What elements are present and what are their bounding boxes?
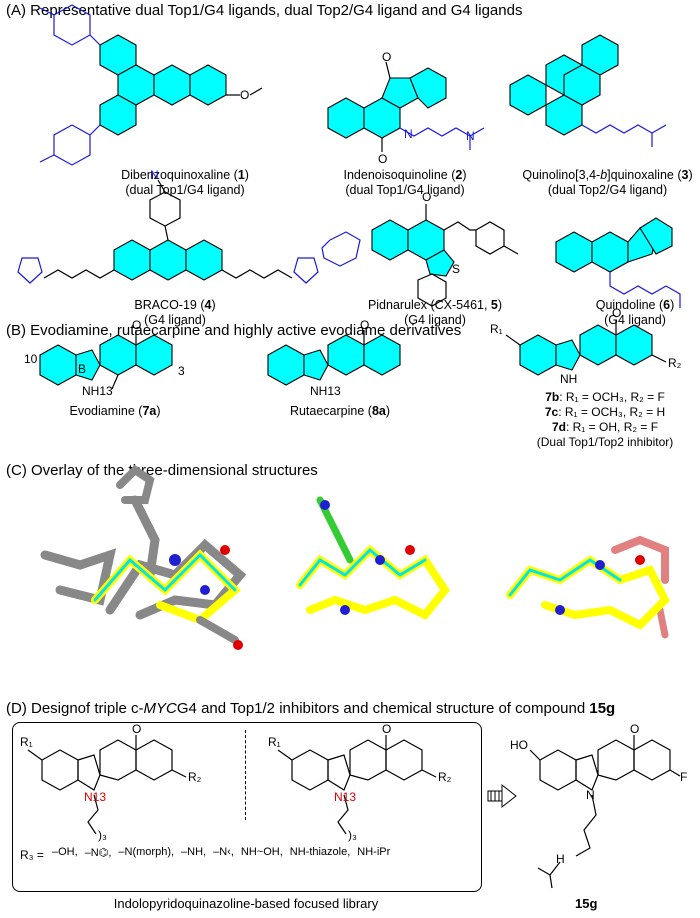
pidnarulex-oxygen: O bbox=[422, 190, 432, 204]
r3-sub-oh: –OH, bbox=[52, 846, 78, 858]
compound-6-label: Quindoline (6) (G4 ligand) bbox=[595, 298, 675, 327]
evodiamine-n13-label: NH13 bbox=[82, 384, 113, 398]
lib-left-n13: N13 bbox=[84, 790, 107, 804]
15g-amine-h: H bbox=[556, 852, 565, 866]
focused-library-box bbox=[12, 722, 482, 892]
r3-definition-label: R₃ = bbox=[20, 848, 44, 862]
r3-sub-ethanolamine: NH~OH, bbox=[240, 846, 283, 858]
r3-sub-thiazole: NH-thiazole, bbox=[289, 846, 351, 858]
pidnarulex-sulfur: S bbox=[452, 262, 461, 276]
compound-1-label: Dibenzoquinoxaline (1) (dual Top1/G4 lig… bbox=[121, 168, 249, 197]
compound-15g-label: 15g bbox=[575, 896, 598, 911]
r3-sub-nme2: –N‹, bbox=[213, 846, 234, 858]
r3-sub-pyrrolidine: –N⌬, bbox=[84, 847, 112, 859]
rutaecarpine-oxygen: O bbox=[360, 318, 370, 332]
derivative-list: 7b: R₁ = OCH₃, R₂ = F 7c: R₁ = OCH₃, R₂ … bbox=[536, 390, 674, 449]
r3-sub-isopropylamine: NH-iPr bbox=[357, 846, 391, 858]
lib-left-oxygen: O bbox=[132, 722, 142, 736]
methoxy-oxygen-label: O bbox=[240, 88, 250, 102]
lib-right-n13: N13 bbox=[334, 790, 357, 804]
lib-left-r2: R₂ bbox=[188, 770, 202, 784]
indeno-nitrogen: N bbox=[404, 127, 413, 141]
lib-right-r2: R₂ bbox=[438, 770, 452, 784]
rutaecarpine-n13-label: NH13 bbox=[310, 384, 341, 398]
r3-substituent-list: –OH, –N⌬, –N(morph), –NH, –N‹, NH~OH, NH… bbox=[52, 846, 390, 859]
compound-4-label: BRACO-19 (4) (G4 ligand) bbox=[134, 298, 216, 327]
lib-right-r3: )₃ bbox=[348, 828, 357, 842]
indeno-oxygen-bottom: O bbox=[378, 152, 388, 166]
derivative-nh-label: NH bbox=[560, 372, 578, 386]
15g-fluorine: F bbox=[680, 770, 688, 784]
r3-sub-morpholine: –N(morph), bbox=[118, 846, 175, 858]
derivative-oxygen: O bbox=[612, 306, 622, 320]
compound-7a-label: Evodiamine (7a) bbox=[69, 404, 161, 418]
braco-dimethylamine-n: N bbox=[150, 168, 159, 182]
compound-3-label: Quinolino[3,4-b]quinoxaline (3) (dual To… bbox=[522, 168, 693, 197]
compound-8a-label: Rutaecarpine (8a) bbox=[289, 404, 391, 418]
indeno-oxygen-top: O bbox=[382, 50, 392, 64]
lib-left-r1: R₁ bbox=[20, 735, 33, 749]
derivative-r2-label: R₂ bbox=[668, 356, 682, 370]
derivative-r1-label: R₁ bbox=[490, 322, 503, 336]
lib-left-r3: )₃ bbox=[98, 828, 107, 842]
evodiamine-ring-b-label: B bbox=[78, 362, 87, 376]
library-caption: Indolopyridoquinazoline-based focused li… bbox=[113, 896, 379, 911]
section-c-title: (C) Overlay of the three-dimensional str… bbox=[6, 462, 318, 479]
compound-2-label: Indenoisoquinoline (2) (dual Top1/G4 lig… bbox=[343, 168, 467, 197]
15g-hydroxyl: HO bbox=[510, 738, 528, 752]
lib-right-oxygen: O bbox=[382, 722, 392, 736]
library-divider bbox=[245, 730, 246, 820]
evodiamine-oxygen: O bbox=[132, 318, 142, 332]
evodiamine-c10-label: 10 bbox=[24, 352, 38, 366]
evodiamine-c3-label: 3 bbox=[178, 364, 185, 378]
section-a-title: (A) Representative dual Top1/G4 ligands,… bbox=[6, 2, 523, 19]
lib-right-r1: R₁ bbox=[268, 735, 281, 749]
15g-oxygen: O bbox=[630, 722, 640, 736]
compound-5-label: Pidnarulex (CX-5461, 5) (G4 ligand) bbox=[367, 298, 503, 327]
r3-sub-nhme: –NH, bbox=[181, 846, 207, 858]
section-d-title: (D) Designof triple c-MYCG4 and Top1/2 i… bbox=[6, 700, 616, 717]
indeno-dimethylamine-n: N bbox=[466, 129, 475, 143]
15g-n13: N bbox=[586, 788, 595, 802]
